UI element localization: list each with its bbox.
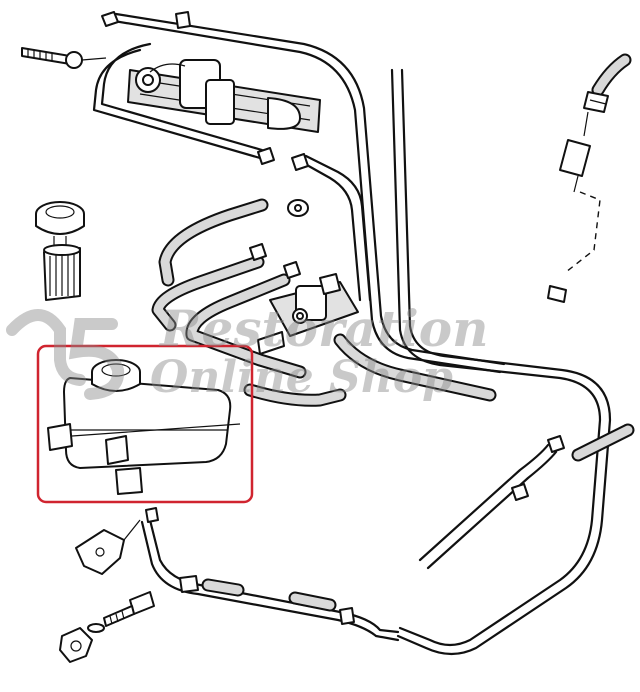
mounting-bracket bbox=[75, 519, 141, 575]
high-pressure-hose bbox=[547, 53, 632, 303]
control-valve bbox=[257, 273, 359, 355]
fluid-reservoir bbox=[47, 359, 241, 495]
union-nuts bbox=[101, 11, 565, 625]
mounting-bolt bbox=[87, 591, 155, 633]
watermark-line2: Online Shop bbox=[150, 352, 453, 403]
watermark-logo-swirl-icon bbox=[68, 318, 125, 400]
tie-rod-bolt bbox=[21, 47, 107, 69]
watermark-logo-icon bbox=[6, 309, 86, 386]
rigid-lines bbox=[92, 12, 612, 656]
steering-rack bbox=[127, 59, 321, 133]
watermark-line1: Restoration bbox=[158, 299, 489, 358]
flexible-hoses bbox=[151, 198, 635, 612]
filter-assembly bbox=[35, 201, 85, 301]
watermark: Restoration Online Shop bbox=[6, 299, 489, 403]
mounting-nut bbox=[59, 627, 93, 663]
reservoir-highlight-box bbox=[36, 344, 254, 504]
